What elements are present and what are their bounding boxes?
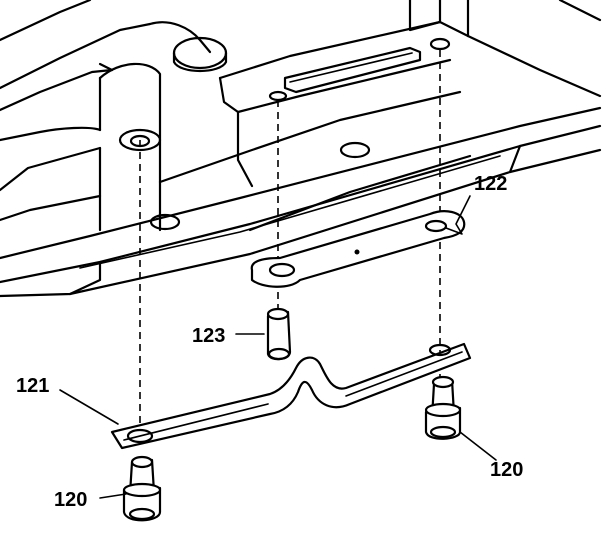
bolt-left-120 [122, 455, 162, 522]
stud-123 [266, 307, 292, 361]
callout-123: 123 [192, 325, 225, 347]
engine-housing [0, 0, 602, 298]
callout-120-left: 120 [54, 489, 87, 511]
leader-lines [59, 195, 497, 499]
callout-122: 122 [474, 173, 507, 195]
callout-120-right: 120 [490, 459, 523, 481]
bracket-121 [110, 342, 472, 450]
plate-122 [250, 210, 466, 288]
callout-121: 121 [16, 375, 49, 397]
bolt-right-120 [424, 375, 462, 440]
